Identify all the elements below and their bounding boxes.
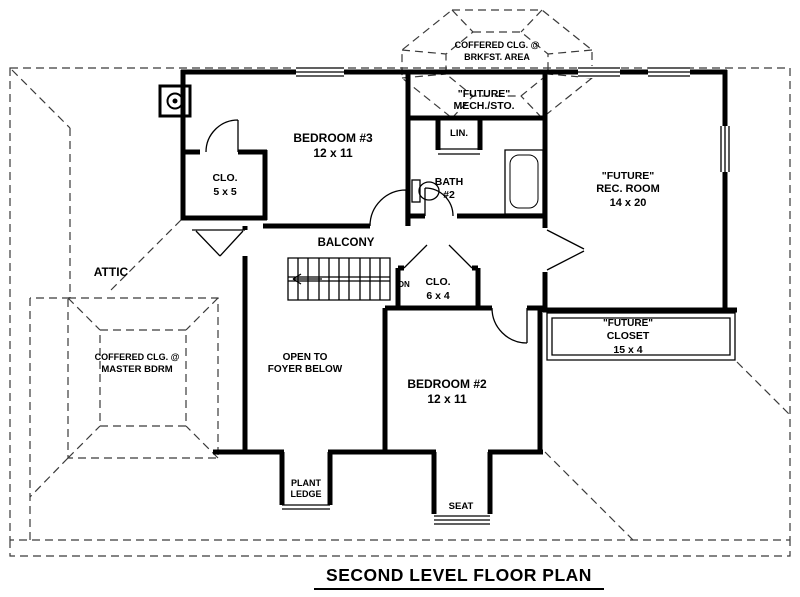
brkfst-octagon-spokes-dashed — [401, 9, 593, 119]
label-brkfst-line1: COFFERED CLG. @ — [455, 40, 540, 50]
stairs-arrow — [292, 273, 322, 285]
ceiling-fan-circle-icon — [166, 92, 184, 110]
label-plant-line1: PLANT — [291, 478, 321, 488]
label-brkfst-line2: BRKFST. AREA — [464, 52, 530, 62]
tub-basin — [509, 154, 539, 209]
plan-title: SECOND LEVEL FLOOR PLAN — [326, 565, 592, 585]
door-attic-bifold — [192, 229, 245, 257]
label-bedroom3-size: 12 x 11 — [313, 146, 353, 160]
door-linen — [438, 148, 480, 155]
windows — [282, 66, 731, 525]
attic-roof-lines-dashed — [11, 69, 182, 540]
wall-linen — [435, 118, 483, 150]
label-foyer-line2: FOYER BELOW — [268, 364, 343, 375]
window-seat — [434, 515, 490, 525]
master-coffered-ceiling-dashed — [67, 297, 219, 459]
toilet-bowl — [418, 181, 440, 201]
stairs — [287, 257, 391, 301]
label-bath2-line2: #2 — [443, 189, 455, 201]
label-master-line2: MASTER BDRM — [101, 364, 172, 375]
label-closet6-name: CLO. — [425, 276, 450, 288]
future-closet-shelves — [546, 312, 736, 361]
label-futcloset-size: 15 x 4 — [613, 344, 642, 356]
window-bedroom3 — [296, 67, 344, 77]
label-bath2-line1: BATH — [435, 176, 463, 188]
label-rec-line2: REC. ROOM — [596, 183, 660, 195]
label-closet5-name: CLO. — [212, 172, 237, 184]
label-linen: LIN. — [450, 128, 468, 139]
plan-title-group: SECOND LEVEL FLOOR PLAN — [314, 565, 604, 590]
doors — [192, 119, 585, 344]
door-bath2 — [424, 187, 454, 217]
label-closet5-size: 5 x 5 — [213, 186, 237, 198]
wall-seat-sides — [431, 452, 493, 514]
label-rec-line1: "FUTURE" — [602, 170, 655, 182]
window-rec-right — [720, 126, 730, 172]
label-futcloset-line1: "FUTURE" — [603, 318, 653, 329]
label-bedroom3-name: BEDROOM #3 — [293, 131, 373, 145]
wall-closet5 — [181, 149, 268, 221]
fixtures — [158, 84, 736, 361]
label-balcony: BALCONY — [318, 237, 375, 249]
plant-ledge-shelf — [282, 504, 330, 510]
wall-closet6 — [395, 265, 481, 308]
brkfst-octagon-dashed — [401, 9, 593, 119]
roof-hip-lines-dashed — [29, 361, 791, 541]
label-foyer-line1: OPEN TO — [283, 352, 328, 363]
label-master-line1: COFFERED CLG. @ — [95, 352, 180, 362]
label-rec-size: 14 x 20 — [610, 197, 647, 209]
label-bedroom2-name: BEDROOM #2 — [407, 377, 487, 391]
door-bedroom3 — [369, 189, 407, 227]
door-bedroom2 — [491, 307, 528, 344]
ceiling-fan-dot-icon — [172, 98, 178, 104]
label-attic: ATTIC — [94, 265, 129, 279]
label-seat: SEAT — [449, 501, 474, 512]
label-mech-line2: MECH./STO. — [453, 100, 514, 112]
tub-outline — [504, 149, 544, 215]
window-rec1 — [578, 67, 620, 77]
door-rec-double — [546, 229, 585, 271]
window-rec2 — [648, 67, 690, 77]
label-bedroom2-size: 12 x 11 — [427, 392, 467, 406]
label-closet6-size: 6 x 4 — [426, 290, 450, 302]
toilet-tank — [411, 179, 421, 203]
door-closet5 — [205, 119, 239, 153]
label-mech-line1: "FUTURE" — [458, 88, 511, 100]
label-stairs-dn: DN — [398, 280, 410, 289]
roof-perimeter-dashed — [9, 67, 791, 557]
label-futcloset-line2: CLOSET — [607, 330, 650, 342]
ceiling-fan-icon — [158, 84, 192, 118]
wall-plant-ledge-sides — [279, 452, 333, 505]
door-closet6-bifold — [403, 244, 473, 269]
roof-outline-dashed — [9, 9, 791, 557]
walls — [180, 69, 737, 514]
label-plant-line2: LEDGE — [290, 489, 321, 499]
room-labels: COFFERED CLG. @ BRKFST. AREA "FUTURE" ME… — [94, 40, 660, 512]
